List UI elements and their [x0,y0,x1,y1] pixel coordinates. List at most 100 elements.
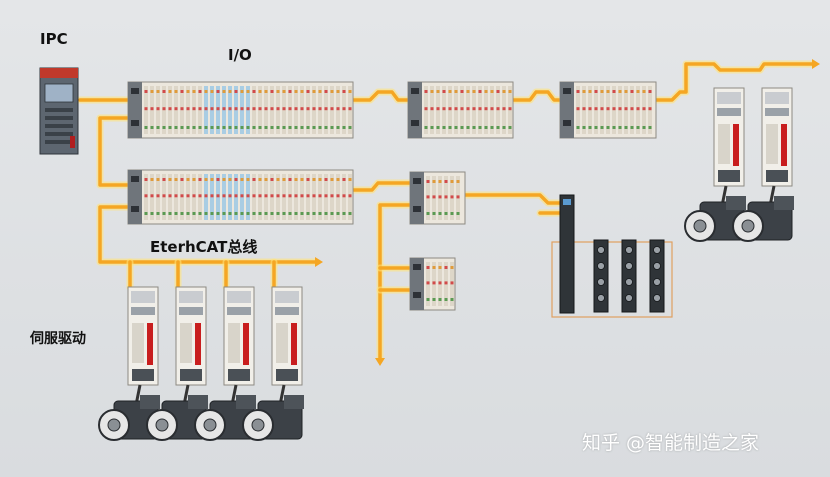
io-terminal-strip-1-slice-led [156,107,160,111]
ip67-io-box-connector [653,246,661,254]
io-terminal-strip-4-slice-led [198,212,202,215]
servo-drive-4-drive-plug [276,369,298,381]
io-terminal-strip-1-slice-led [270,90,274,93]
io-terminal-strip-4-slice-led [228,212,232,215]
io-terminal-strip-3-slice-led [576,126,580,129]
io-terminal-strip-1-slice-led [336,107,340,111]
io-terminal-strip-1-slice-led [312,126,316,129]
io-terminal-strip-4-slice-led [330,212,334,215]
io-terminal-strip-6-slice-led [444,266,448,269]
servo-drive-3-drive-connector [227,307,251,315]
io-label: I/O [228,46,252,64]
io-terminal-strip-3-slice-led [594,107,598,111]
io-terminal-strip-4-slice-led [282,212,286,215]
io-terminal-strip-4-slice-led [306,178,310,181]
io-terminal-strip-4-slice-led [180,178,184,181]
ethercat-bus-label: EterhCAT总线 [150,238,258,256]
ip67-io-box-connector [597,278,605,286]
io-terminal-strip-1-slice-led [150,90,154,93]
io-terminal-strip-1-slice-led [324,107,328,111]
io-terminal-strip-4-slice-led [330,178,334,181]
servo-drive-3-motor-shaft [203,418,217,432]
io-terminal-strip-4-slice-led [306,194,310,198]
io-terminal-strip-3-slice-led [582,90,586,93]
ipc-display [44,83,74,103]
ethercat-cable-5 [98,116,130,187]
io-terminal-strip-1-slice-led [162,107,166,111]
io-terminal-strip-6-slice-led [426,266,430,269]
io-terminal-strip-4-port [131,206,139,212]
io-terminal-strip-4-slice-led [228,194,232,198]
io-terminal-strip-1-slice-led [282,107,286,111]
servo-drive-3-drive-plug [228,369,250,381]
io-terminal-strip-3-slice-led [600,126,604,129]
io-terminal-strip-3-port [563,88,571,94]
io-terminal-strip-3-slice-led [636,90,640,93]
io-terminal-strip-2-slice-led [472,126,476,129]
ethercat-cable-11 [351,181,412,192]
io-terminal-strip-1-slice-led [276,107,280,111]
io-terminal-strip-1 [127,81,354,139]
io-terminal-strip-6-slice-led [432,298,436,301]
io-terminal-strip-1-slice-led [222,107,226,111]
io-terminal-strip-1-slice-led [210,126,214,129]
servo-drive-2-motor-connector [188,395,208,409]
io-terminal-strip-4-slice-led [306,212,310,215]
io-terminal-strip-1-slice-led [246,126,250,129]
io-terminal-strip-6-slice-led [426,281,430,285]
ip67-group-frame [551,241,673,318]
io-terminal-strip-6-slice-led [450,266,454,269]
io-terminal-strip-1-slice-led [186,107,190,111]
io-terminal-strip-2-slice-led [424,90,428,93]
io-terminal-strip-1-slice-led [174,90,178,93]
io-terminal-strip-3-slice-led [588,126,592,129]
servo-drive-3-drive-panel [228,323,240,363]
io-terminal-strip-6-port [413,264,421,270]
servo-drive-1-motor-connector [140,395,160,409]
io-terminal-strip-4-slice-led [270,212,274,215]
io-terminal-strip-5-port [413,178,421,184]
servo-drive-3-drive-display [227,291,251,303]
io-terminal-strip-4-slice-led [264,178,268,181]
io-terminal-strip-1-slice-led [306,107,310,111]
io-terminal-strip-1-slice-led [270,126,274,129]
io-terminal-strip-2-slice-led [472,90,476,93]
io-terminal-strip-4-slice-led [318,178,322,181]
io-terminal-strip-1-slice-led [186,126,190,129]
io-terminal-strip-4-slice-led [216,212,220,215]
io-terminal-strip-3-slice-led [630,90,634,93]
io-terminal-strip-1-slice-led [204,107,208,111]
io-terminal-strip-1-slice-led [228,107,232,111]
io-terminal-strip-5-port [413,206,421,212]
io-terminal-strip-4-slice-led [156,178,160,181]
io-terminal-strip-4-slice-led [162,178,166,181]
io-terminal-strip-2-slice-led [448,126,452,129]
io-terminal-strip-1-slice-led [294,90,298,93]
io-terminal-strip-1-slice-led [222,126,226,129]
io-terminal-strip-2-slice-led [508,126,512,129]
servo-drive-4-drive-connector [275,307,299,315]
io-terminal-strip-4-slice-led [162,212,166,215]
io-terminal-strip-2-slice-led [454,126,458,129]
io-terminal-strip-3-slice-led [642,126,646,129]
io-terminal-strip-1-slice-led [324,126,328,129]
io-terminal-strip-4-slice-led [336,178,340,181]
ip67-io-box-connector [653,278,661,286]
io-terminal-strip-4-slice-led [234,194,238,198]
io-terminal-strip-2-slice-led [454,90,458,93]
io-terminal-strip-1-slice-led [222,90,226,93]
io-terminal-strip-4-slice-led [192,212,196,215]
io-terminal-strip-4-slice-led [204,178,208,181]
io-terminal-strip-2-slice-led [484,126,488,129]
servo-drive-2-drive-connector [179,307,203,315]
io-terminal-strip-4-slice-led [168,178,172,181]
io-terminal-strip-4-slice-led [342,212,346,215]
io-terminal-strip-1-slice-led [234,126,238,129]
io-terminal-strip-1-slice-led [246,90,250,93]
io-terminal-strip-4-slice-led [258,178,262,181]
io-terminal-strip-4-slice-led [174,212,178,215]
io-terminal-strip-1-slice-led [156,90,160,93]
io-terminal-strip-1-slice-led [324,90,328,93]
io-terminal-strip-4-slice-led [324,194,328,198]
io-terminal-strip-3-slice-led [618,126,622,129]
